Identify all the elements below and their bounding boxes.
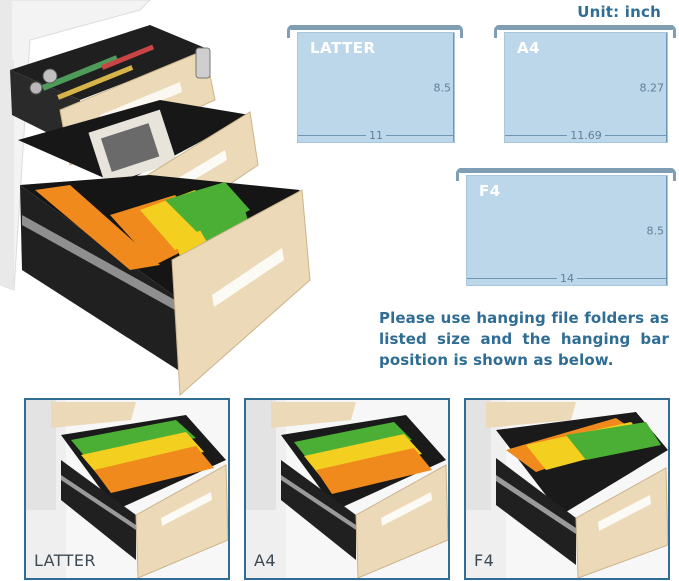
hanging-bar	[289, 25, 461, 30]
folder-width-label: 11	[366, 129, 386, 142]
drawer-photo-a4	[246, 400, 448, 578]
folder-name: A4	[517, 39, 541, 57]
hook-left-icon	[494, 25, 505, 38]
unit-label: Unit: inch	[577, 3, 661, 21]
thumbnail-caption: LATTER	[34, 551, 96, 570]
folder-size-card-a4: A4 11.69 8.27	[494, 25, 676, 143]
folder-width-label: 14	[557, 272, 577, 285]
thumbnail-caption: F4	[474, 551, 495, 570]
drawer-photo-f4	[466, 400, 668, 578]
cabinet-hero-image	[0, 0, 311, 397]
height-dimension-line	[453, 33, 454, 142]
hook-right-icon	[665, 25, 676, 38]
hook-right-icon	[665, 168, 676, 181]
hook-left-icon	[456, 168, 467, 181]
drawer-photo-latter	[26, 400, 228, 578]
folder-name: F4	[479, 182, 501, 200]
height-dimension-line	[666, 176, 667, 285]
hook-left-icon	[287, 25, 298, 38]
thumbnail-a4: A4	[244, 398, 450, 580]
hanging-bar	[496, 25, 674, 30]
hanging-bar	[458, 168, 674, 173]
folder-height-label: 8.5	[433, 80, 451, 95]
folder-body: A4 11.69 8.27	[504, 32, 668, 143]
folder-body: LATTER 11 8.5	[297, 32, 455, 143]
folder-height-label: 8.5	[646, 223, 664, 238]
height-dimension-line	[666, 33, 667, 142]
thumbnail-latter: LATTER	[24, 398, 230, 580]
folder-size-card-f4: F4 14 8.5	[456, 168, 676, 286]
thumbnail-f4: F4	[464, 398, 670, 580]
folder-name: LATTER	[310, 39, 376, 57]
folder-height-label: 8.27	[639, 80, 664, 95]
folder-width-label: 11.69	[567, 129, 605, 142]
hook-right-icon	[452, 25, 463, 38]
folder-body: F4 14 8.5	[466, 175, 668, 286]
folder-size-card-latter: LATTER 11 8.5	[287, 25, 463, 143]
thumbnail-caption: A4	[254, 551, 276, 570]
usage-note: Please use hanging file folders as liste…	[379, 309, 669, 369]
